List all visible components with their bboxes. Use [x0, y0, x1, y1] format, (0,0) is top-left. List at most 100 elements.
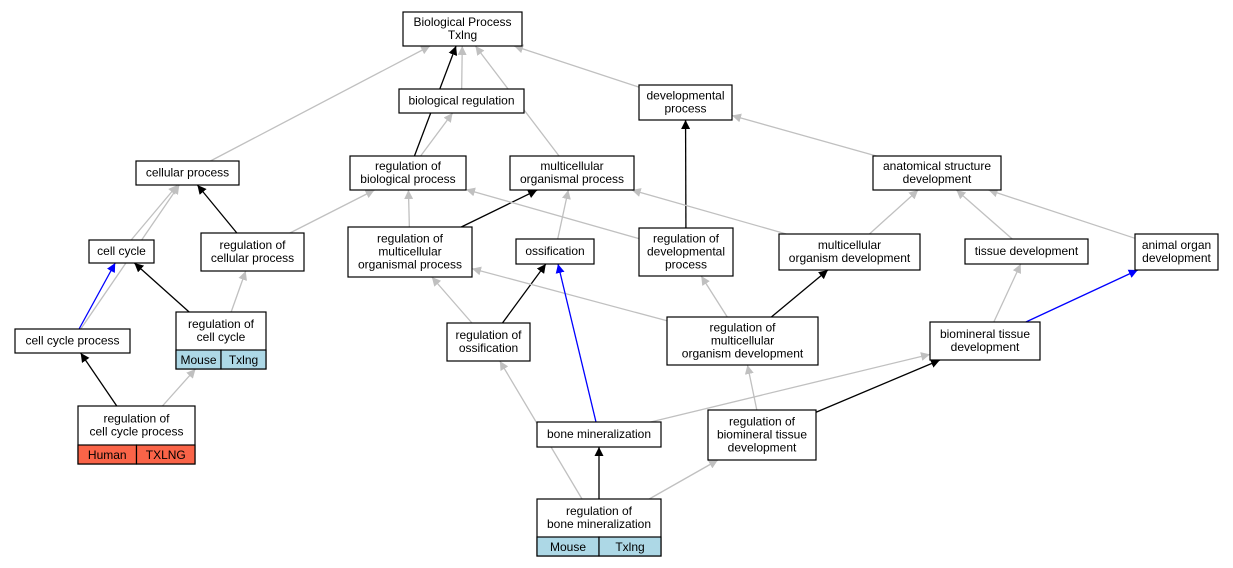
- node-biological-regulation[interactable]: biological regulation: [398, 88, 525, 114]
- node-box: [509, 155, 635, 191]
- edge-developmental-process-to-biological-process: [513, 44, 640, 88]
- species-tag-label: Mouse: [550, 540, 586, 554]
- node-cell-cycle[interactable]: cell cycle: [88, 239, 155, 264]
- edge-regulation-of-cell-cycle-process-to-cell-cycle-process: [80, 352, 118, 407]
- node-label-line: developmental: [646, 89, 724, 103]
- node-label-line: regulation of: [455, 328, 522, 342]
- node-box: [638, 227, 734, 277]
- node-label-line: organism development: [682, 347, 804, 361]
- node-box: [666, 316, 819, 366]
- edge-multicellular-organism-development-to-anatomical-structure-development: [869, 189, 919, 235]
- node-label-line: bone mineralization: [547, 517, 651, 531]
- node-label-line: regulation of: [709, 321, 776, 335]
- node-label-line: development: [951, 340, 1020, 354]
- edge-regulation-of-cellular-process-to-regulation-of-biological-process: [289, 189, 375, 234]
- node-label-line: development: [728, 441, 797, 455]
- edge-regulation-of-multicellular-organism-development-to-regulation-of-developmental-process: [700, 275, 728, 318]
- node-label-line: animal organ: [1142, 238, 1211, 252]
- node-bone-mineralization[interactable]: bone mineralization: [536, 421, 662, 448]
- node-label-line: ossification: [459, 341, 518, 355]
- node-label-line: Txlng: [448, 28, 477, 42]
- node-label-line: bone mineralization: [547, 427, 651, 441]
- edge-regulation-of-cell-cycle-process-to-regulation-of-cell-cycle: [161, 368, 197, 407]
- node-label-line: organism development: [789, 251, 911, 265]
- node-label-line: cellular process: [211, 251, 294, 265]
- node-label-line: regulation of: [377, 232, 444, 246]
- edge-regulation-of-bone-mineralization-to-regulation-of-biomineral-tissue-development: [648, 459, 719, 500]
- node-tissue-development[interactable]: tissue development: [964, 238, 1089, 265]
- node-label-line: cellular process: [146, 166, 229, 180]
- node-ossification[interactable]: ossification: [515, 238, 595, 265]
- node-label-line: process: [664, 102, 706, 116]
- node-label-line: multicellular: [711, 334, 774, 348]
- node-label-line: cell cycle: [97, 244, 146, 258]
- node-cellular-process[interactable]: cellular process: [135, 160, 240, 186]
- node-box: [200, 232, 305, 272]
- edge-regulation-of-developmental-process-to-regulation-of-biological-process: [465, 187, 640, 240]
- edge-cell-cycle-process-to-cell-cycle: [78, 262, 116, 330]
- node-label-line: regulation of: [219, 238, 286, 252]
- node-box: [88, 239, 155, 264]
- node-label-line: biological regulation: [408, 94, 514, 108]
- node-label-line: regulation of: [375, 159, 442, 173]
- edge-bone-mineralization-to-biomineral-tissue-development: [650, 352, 931, 423]
- species-tag-cell: [220, 349, 267, 370]
- node-box: [515, 238, 595, 265]
- node-label-line: multicellular: [378, 245, 441, 259]
- edge-regulation-of-multicellular-organismal-process-to-multicellular-organismal-process: [460, 189, 538, 228]
- edge-regulation-of-ossification-to-ossification: [501, 263, 547, 324]
- edge-regulation-of-cell-cycle-to-cell-cycle: [133, 262, 190, 313]
- node-label-line: regulation of: [653, 232, 720, 246]
- edge-regulation-of-cellular-process-to-cellular-process: [196, 184, 238, 234]
- node-label-line: regulation of: [566, 504, 633, 518]
- edge-regulation-of-multicellular-organism-development-to-multicellular-organism-development: [770, 269, 829, 318]
- node-box: [778, 233, 921, 271]
- species-tag-label: Txlng: [615, 540, 644, 554]
- edge-biomineral-tissue-development-to-animal-organ-development: [1025, 269, 1139, 323]
- node-box: [707, 409, 817, 461]
- node-label-line: tissue development: [975, 244, 1079, 258]
- edge-animal-organ-development-to-anatomical-structure-development: [988, 188, 1136, 239]
- edge-regulation-of-multicellular-organism-development-to-regulation-of-multicellular-organismal-process: [471, 266, 668, 322]
- species-tag-cell: [135, 444, 196, 465]
- edge-regulation-of-cell-cycle-to-regulation-of-cellular-process: [230, 270, 247, 313]
- node-label-line: cell cycle: [197, 330, 246, 344]
- node-label-line: organismal process: [520, 172, 624, 186]
- edge-cellular-process-to-biological-process: [210, 45, 431, 162]
- edge-anatomical-structure-development-to-developmental-process: [731, 113, 877, 157]
- node-box: [929, 321, 1041, 361]
- edge-regulation-of-biomineral-tissue-development-to-regulation-of-multicellular-organism-development: [744, 364, 758, 411]
- node-box: [402, 11, 523, 47]
- node-label-line: regulation of: [729, 415, 796, 429]
- edge-tissue-development-to-anatomical-structure-development: [955, 189, 1013, 240]
- node-cell-cycle-process[interactable]: cell cycle process: [14, 328, 131, 354]
- node-label-line: biomineral tissue: [717, 428, 807, 442]
- node-label-line: cell cycle process: [89, 425, 183, 439]
- species-tag-label: TXLNG: [146, 448, 186, 462]
- node-label-line: multicellular: [818, 238, 881, 252]
- node-box: [349, 155, 467, 191]
- edge-bone-mineralization-to-ossification: [555, 263, 597, 423]
- edge-regulation-of-biomineral-tissue-development-to-biomineral-tissue-development: [815, 359, 941, 413]
- node-label-line: cell cycle process: [25, 334, 119, 348]
